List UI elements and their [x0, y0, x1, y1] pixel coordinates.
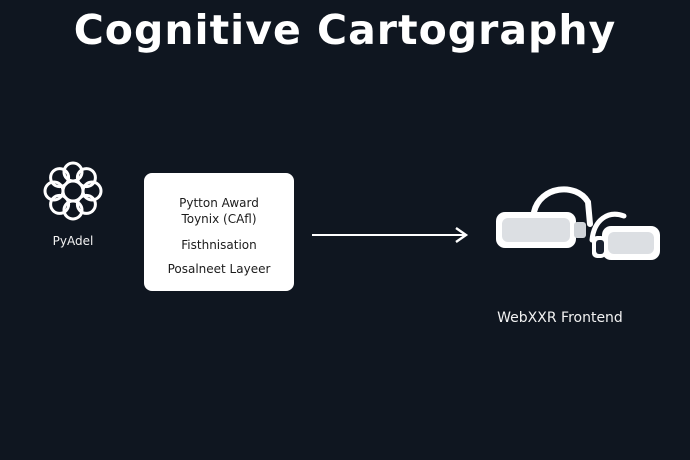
- process-line-3: Fisthnisation: [181, 238, 257, 252]
- flow-arrow: [312, 227, 469, 243]
- knot-logo-icon: [43, 161, 103, 221]
- process-line-2: Toynix (CAfl): [181, 212, 257, 226]
- source-node-label: PyAdel: [52, 234, 94, 248]
- vr-headset-icon: [496, 186, 660, 260]
- page-title: Cognitive Cartography: [73, 6, 617, 54]
- target-node-label: WebXXR Frontend: [497, 310, 623, 326]
- process-line-4: Posalneet Layeer: [167, 262, 271, 276]
- process-box: Pytton Award Toynix (CAfl) Fisthnisation…: [144, 173, 294, 291]
- process-line-1: Pytton Award: [179, 196, 259, 210]
